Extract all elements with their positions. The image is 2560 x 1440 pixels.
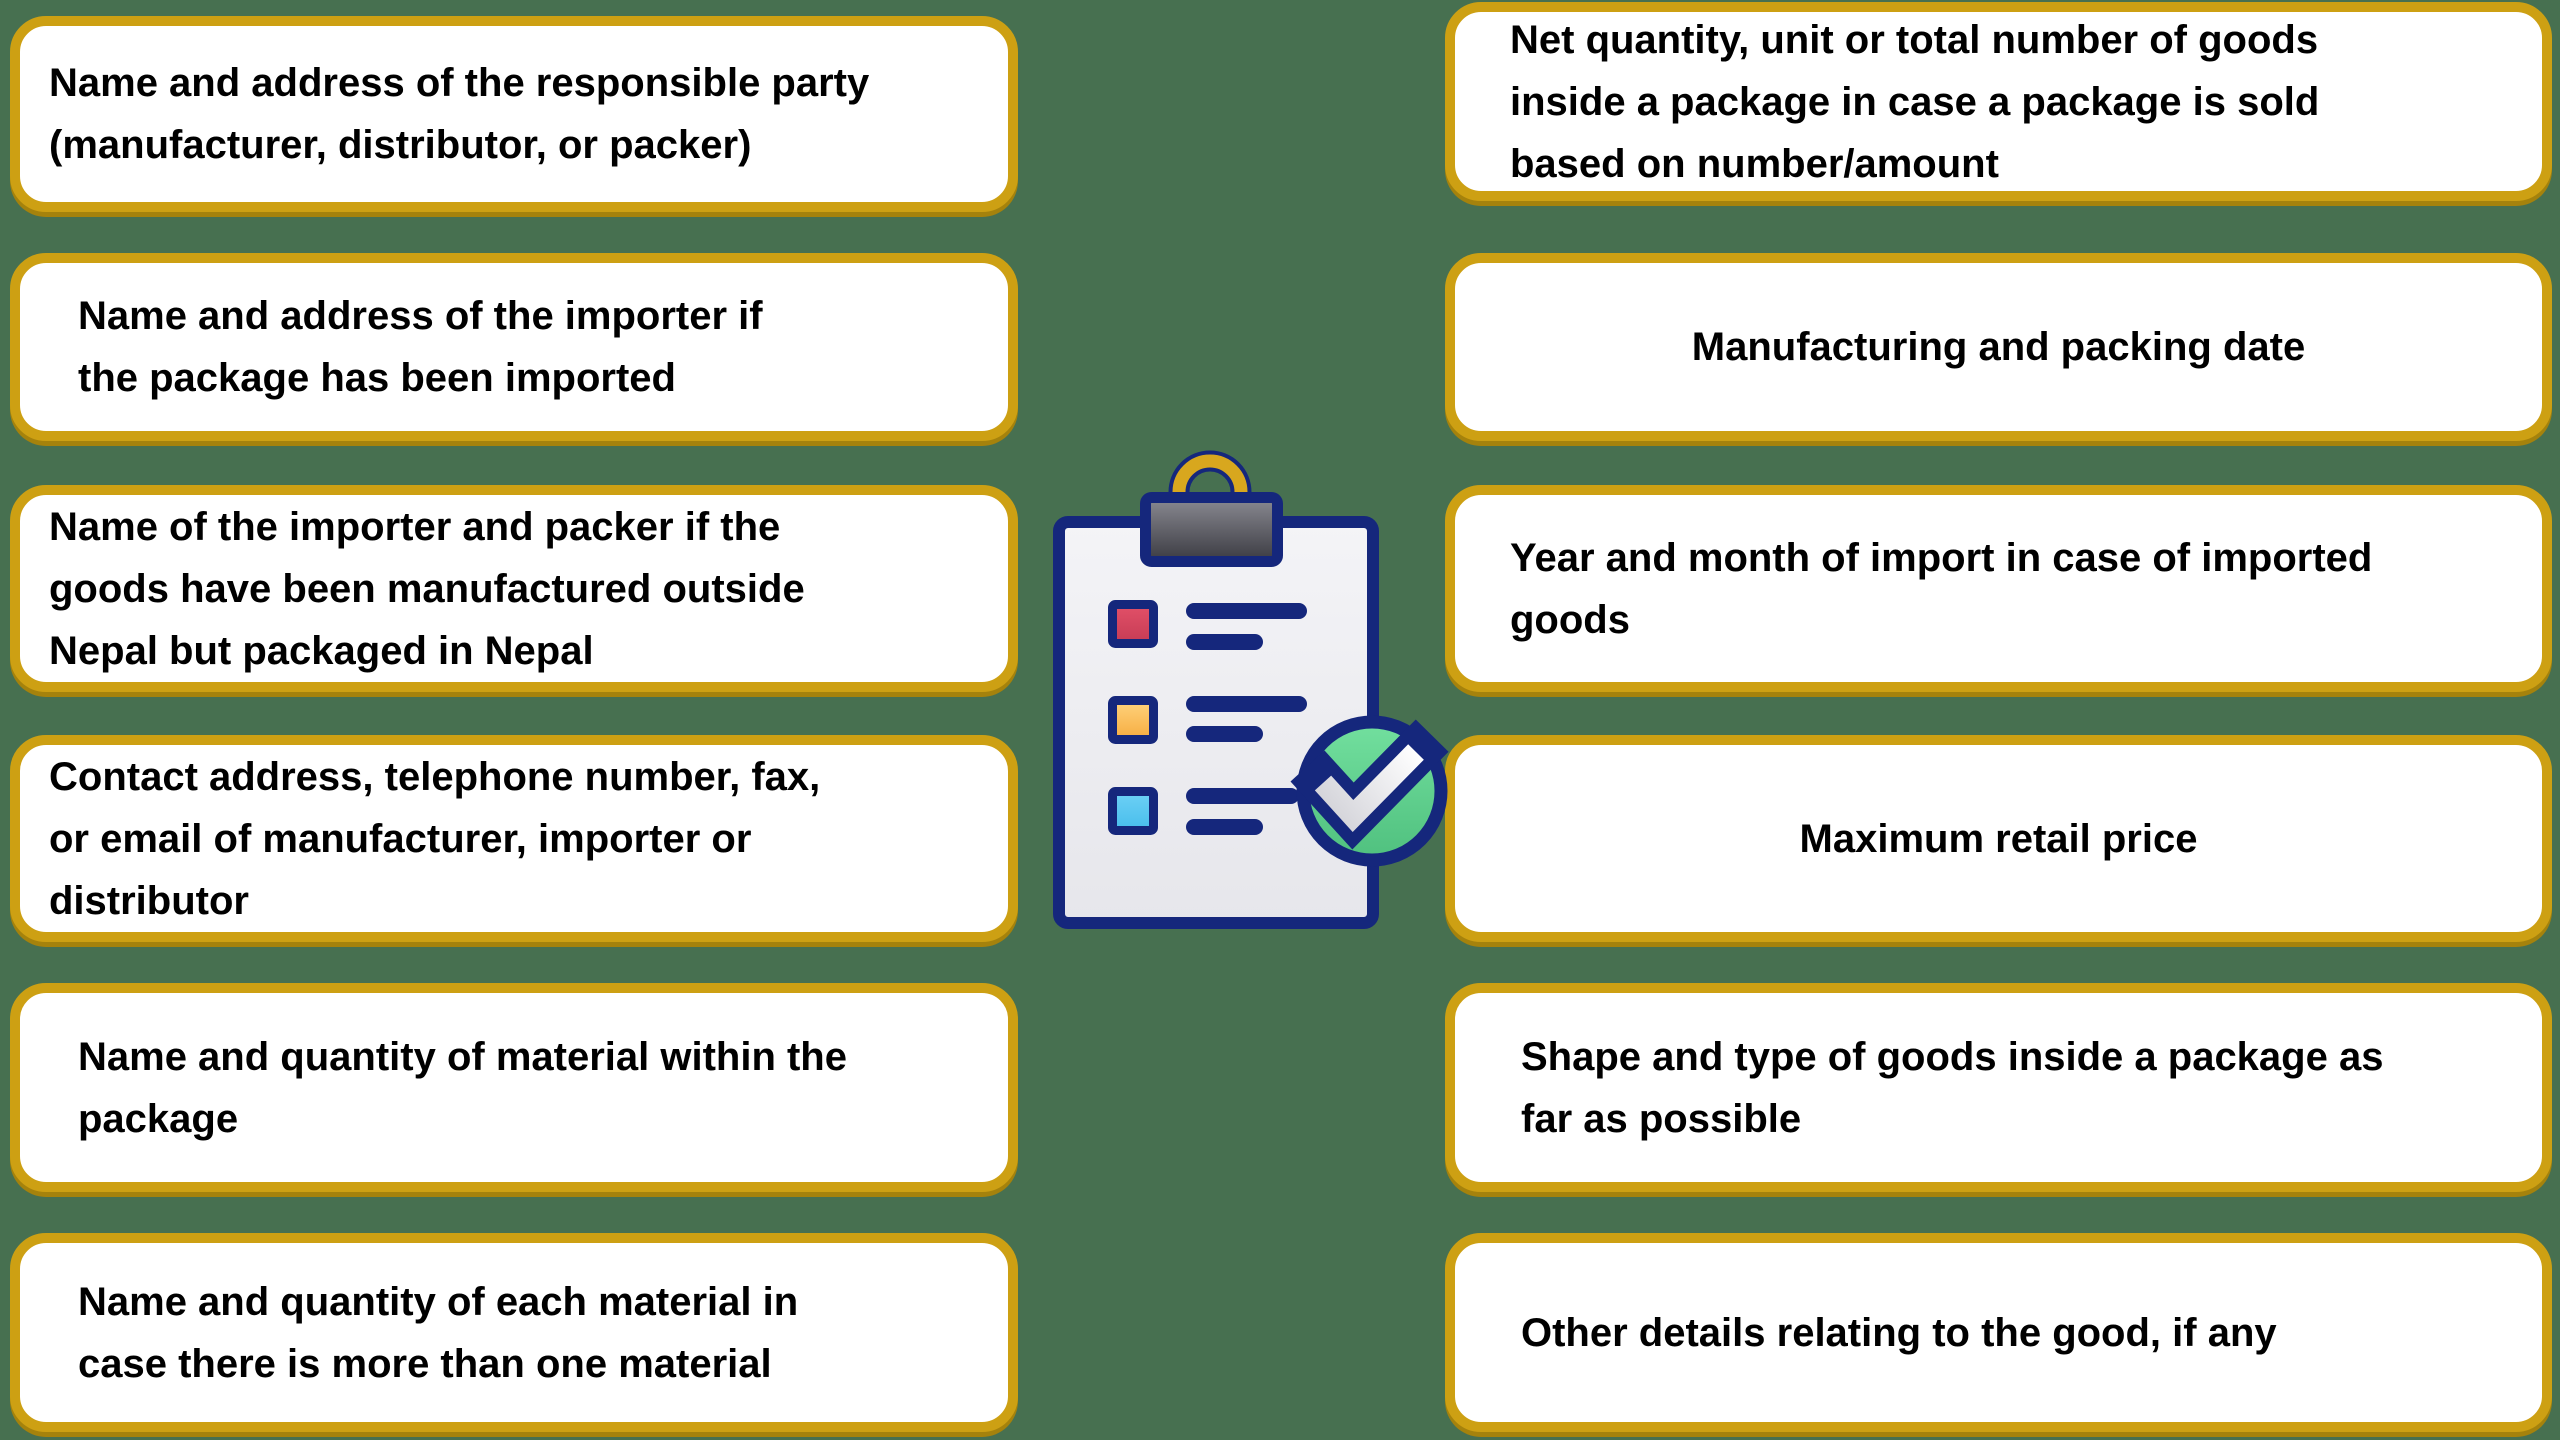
info-box-net-quantity: Net quantity, unit or total number of go… <box>1445 2 2552 201</box>
info-box-manufacturing-date: Manufacturing and packing date <box>1445 253 2552 441</box>
info-box-text: Name and address of the importer if the … <box>78 294 763 400</box>
info-box-importer-packer-nepal: Name of the importer and packer if the g… <box>10 485 1018 692</box>
checkmark-icon <box>1290 719 1449 850</box>
info-box-text: Other details relating to the good, if a… <box>1521 1310 2277 1355</box>
info-box-responsible-party: Name and address of the responsible part… <box>10 16 1018 212</box>
info-box-importer-address: Name and address of the importer if the … <box>10 253 1018 441</box>
checklist-square-orange <box>1108 696 1158 744</box>
info-box-text: Manufacturing and packing date <box>1691 325 2306 369</box>
checklist-square-red <box>1108 600 1158 648</box>
info-box-text: Name of the importer and packer if the g… <box>49 504 805 673</box>
info-box-import-date: Year and month of import in case of impo… <box>1445 485 2552 692</box>
info-box-text: Name and quantity of each material in ca… <box>78 1279 799 1386</box>
info-box-text: Contact address, telephone number, fax, … <box>49 754 821 923</box>
info-box-max-retail-price: Maximum retail price <box>1445 735 2552 942</box>
clipboard-clip <box>1140 492 1283 567</box>
info-box-text: Year and month of import in case of impo… <box>1510 535 2373 642</box>
info-box-text: Shape and type of goods inside a package… <box>1521 1034 2384 1141</box>
info-box-material-quantity: Name and quantity of material within the… <box>10 983 1018 1192</box>
info-box-text: Maximum retail price <box>1799 816 2198 861</box>
clipboard-checklist-icon <box>1053 450 1449 929</box>
info-box-each-material-quantity: Name and quantity of each material in ca… <box>10 1233 1018 1432</box>
checklist-square-blue <box>1108 787 1158 835</box>
info-box-goods-shape-type: Shape and type of goods inside a package… <box>1445 983 2552 1192</box>
info-box-text: Net quantity, unit or total number of go… <box>1510 17 2320 186</box>
info-box-text: Name and address of the responsible part… <box>49 61 870 167</box>
info-box-text: Name and quantity of material within the… <box>78 1034 847 1141</box>
info-box-contact-details: Contact address, telephone number, fax, … <box>10 735 1018 942</box>
clipboard-paper <box>1053 516 1379 929</box>
info-box-other-details: Other details relating to the good, if a… <box>1445 1233 2552 1432</box>
